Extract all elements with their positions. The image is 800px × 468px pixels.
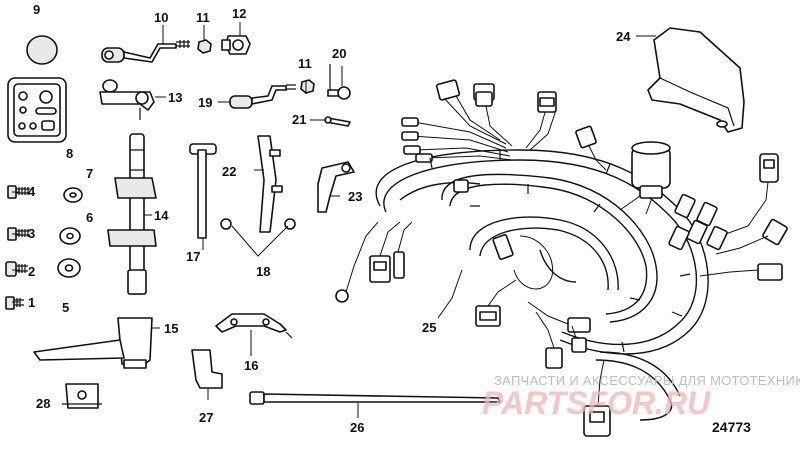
callout-1: 1 <box>28 295 35 310</box>
callout-27: 27 <box>199 410 213 425</box>
part-11-nut-lower <box>300 79 315 94</box>
part-26-cable-tie <box>249 391 501 405</box>
part-25-wiring-harness <box>335 79 788 437</box>
part-14-shaft <box>107 133 157 295</box>
callout-24: 24 <box>616 29 631 44</box>
diagram-reference-number: 24773 <box>712 419 751 435</box>
callout-11-upper: 11 <box>196 10 210 25</box>
leader-lines <box>12 22 656 418</box>
part-23-bracket <box>317 161 355 213</box>
part-17-rod <box>189 143 217 239</box>
part-22-plate <box>257 135 283 233</box>
callout-7: 7 <box>86 166 93 181</box>
callout-14: 14 <box>154 208 169 223</box>
callout-26: 26 <box>350 420 364 435</box>
callout-2: 2 <box>28 264 35 279</box>
part-5-washer <box>57 258 81 278</box>
callout-12: 12 <box>232 6 246 21</box>
callout-labels: 9 10 11 12 13 8 7 6 5 4 3 2 1 14 15 28 1… <box>28 2 751 435</box>
watermark: ЗАПЧАСТИ И АКСЕССУАРЫ ДЛЯ МОТОТЕХНИКИ PA… <box>482 373 800 421</box>
part-15-bracket <box>33 317 153 369</box>
part-13-arm <box>99 79 155 120</box>
part-11-nut-upper <box>197 39 212 54</box>
callout-20: 20 <box>332 46 346 61</box>
watermark-caption: ЗАПЧАСТИ И АКСЕССУАРЫ ДЛЯ МОТОТЕХНИКИ <box>494 373 800 388</box>
callout-13: 13 <box>168 90 182 105</box>
part-18-rings <box>220 218 296 230</box>
part-9-cap <box>26 35 58 65</box>
callout-3: 3 <box>28 226 35 241</box>
part-27-clamp <box>191 349 223 389</box>
callout-19: 19 <box>198 95 212 110</box>
part-12-clip <box>221 35 251 55</box>
watermark-logo: PARTSFOR.RU <box>482 385 711 421</box>
callout-11-lower: 11 <box>298 56 312 71</box>
callout-6: 6 <box>86 210 93 225</box>
callout-21: 21 <box>292 112 306 127</box>
callout-9: 9 <box>33 2 40 17</box>
part-20-eye-link <box>327 64 351 100</box>
part-24-mount <box>647 27 745 133</box>
part-21-pin <box>324 116 351 127</box>
part-10-lever <box>101 40 190 63</box>
part-19-linkage <box>229 84 296 109</box>
part-16-bracket <box>215 313 293 339</box>
part-8-panel <box>7 77 67 143</box>
part-7-washer <box>63 187 83 203</box>
part-1-screw <box>5 296 24 310</box>
callout-23: 23 <box>348 189 362 204</box>
part-6-washer <box>59 227 81 245</box>
callout-5: 5 <box>62 300 69 315</box>
part-2-screw <box>5 261 28 277</box>
callout-22: 22 <box>222 164 236 179</box>
callout-16: 16 <box>244 358 258 373</box>
callout-15: 15 <box>164 321 178 336</box>
callout-4: 4 <box>28 184 36 199</box>
callout-10: 10 <box>154 10 168 25</box>
callout-18: 18 <box>256 264 270 279</box>
callout-17: 17 <box>186 249 200 264</box>
callout-8: 8 <box>66 146 73 161</box>
callout-25: 25 <box>422 320 436 335</box>
callout-28: 28 <box>36 396 50 411</box>
